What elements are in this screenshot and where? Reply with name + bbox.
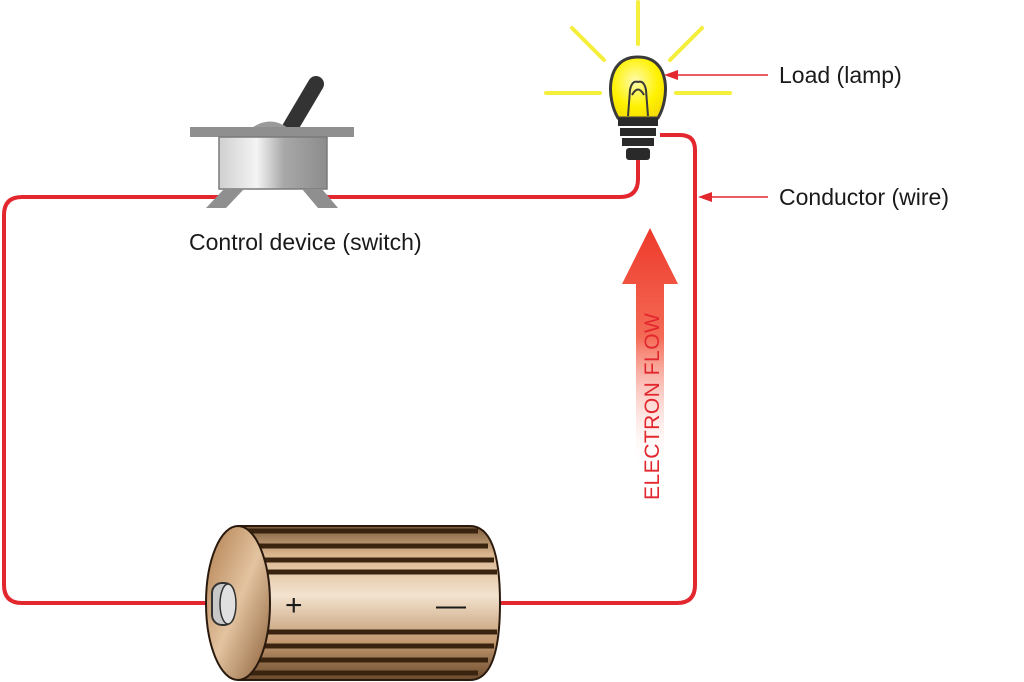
lamp-icon <box>544 0 732 160</box>
electron-flow-label: ELECTRON FLOW <box>641 313 664 500</box>
load-label: Load (lamp) <box>779 62 902 88</box>
switch-icon <box>190 76 354 208</box>
conductor-callout-arrow <box>698 192 768 202</box>
battery-icon <box>205 525 502 681</box>
conductor-label: Conductor (wire) <box>779 184 949 210</box>
battery-positive-terminal: + <box>285 589 303 622</box>
load-callout-arrow <box>664 70 768 80</box>
battery-negative-terminal: — <box>436 589 466 622</box>
electron-flow-arrow-icon <box>622 228 678 470</box>
conductor-wire <box>2 133 697 605</box>
switch-label: Control device (switch) <box>189 229 422 255</box>
